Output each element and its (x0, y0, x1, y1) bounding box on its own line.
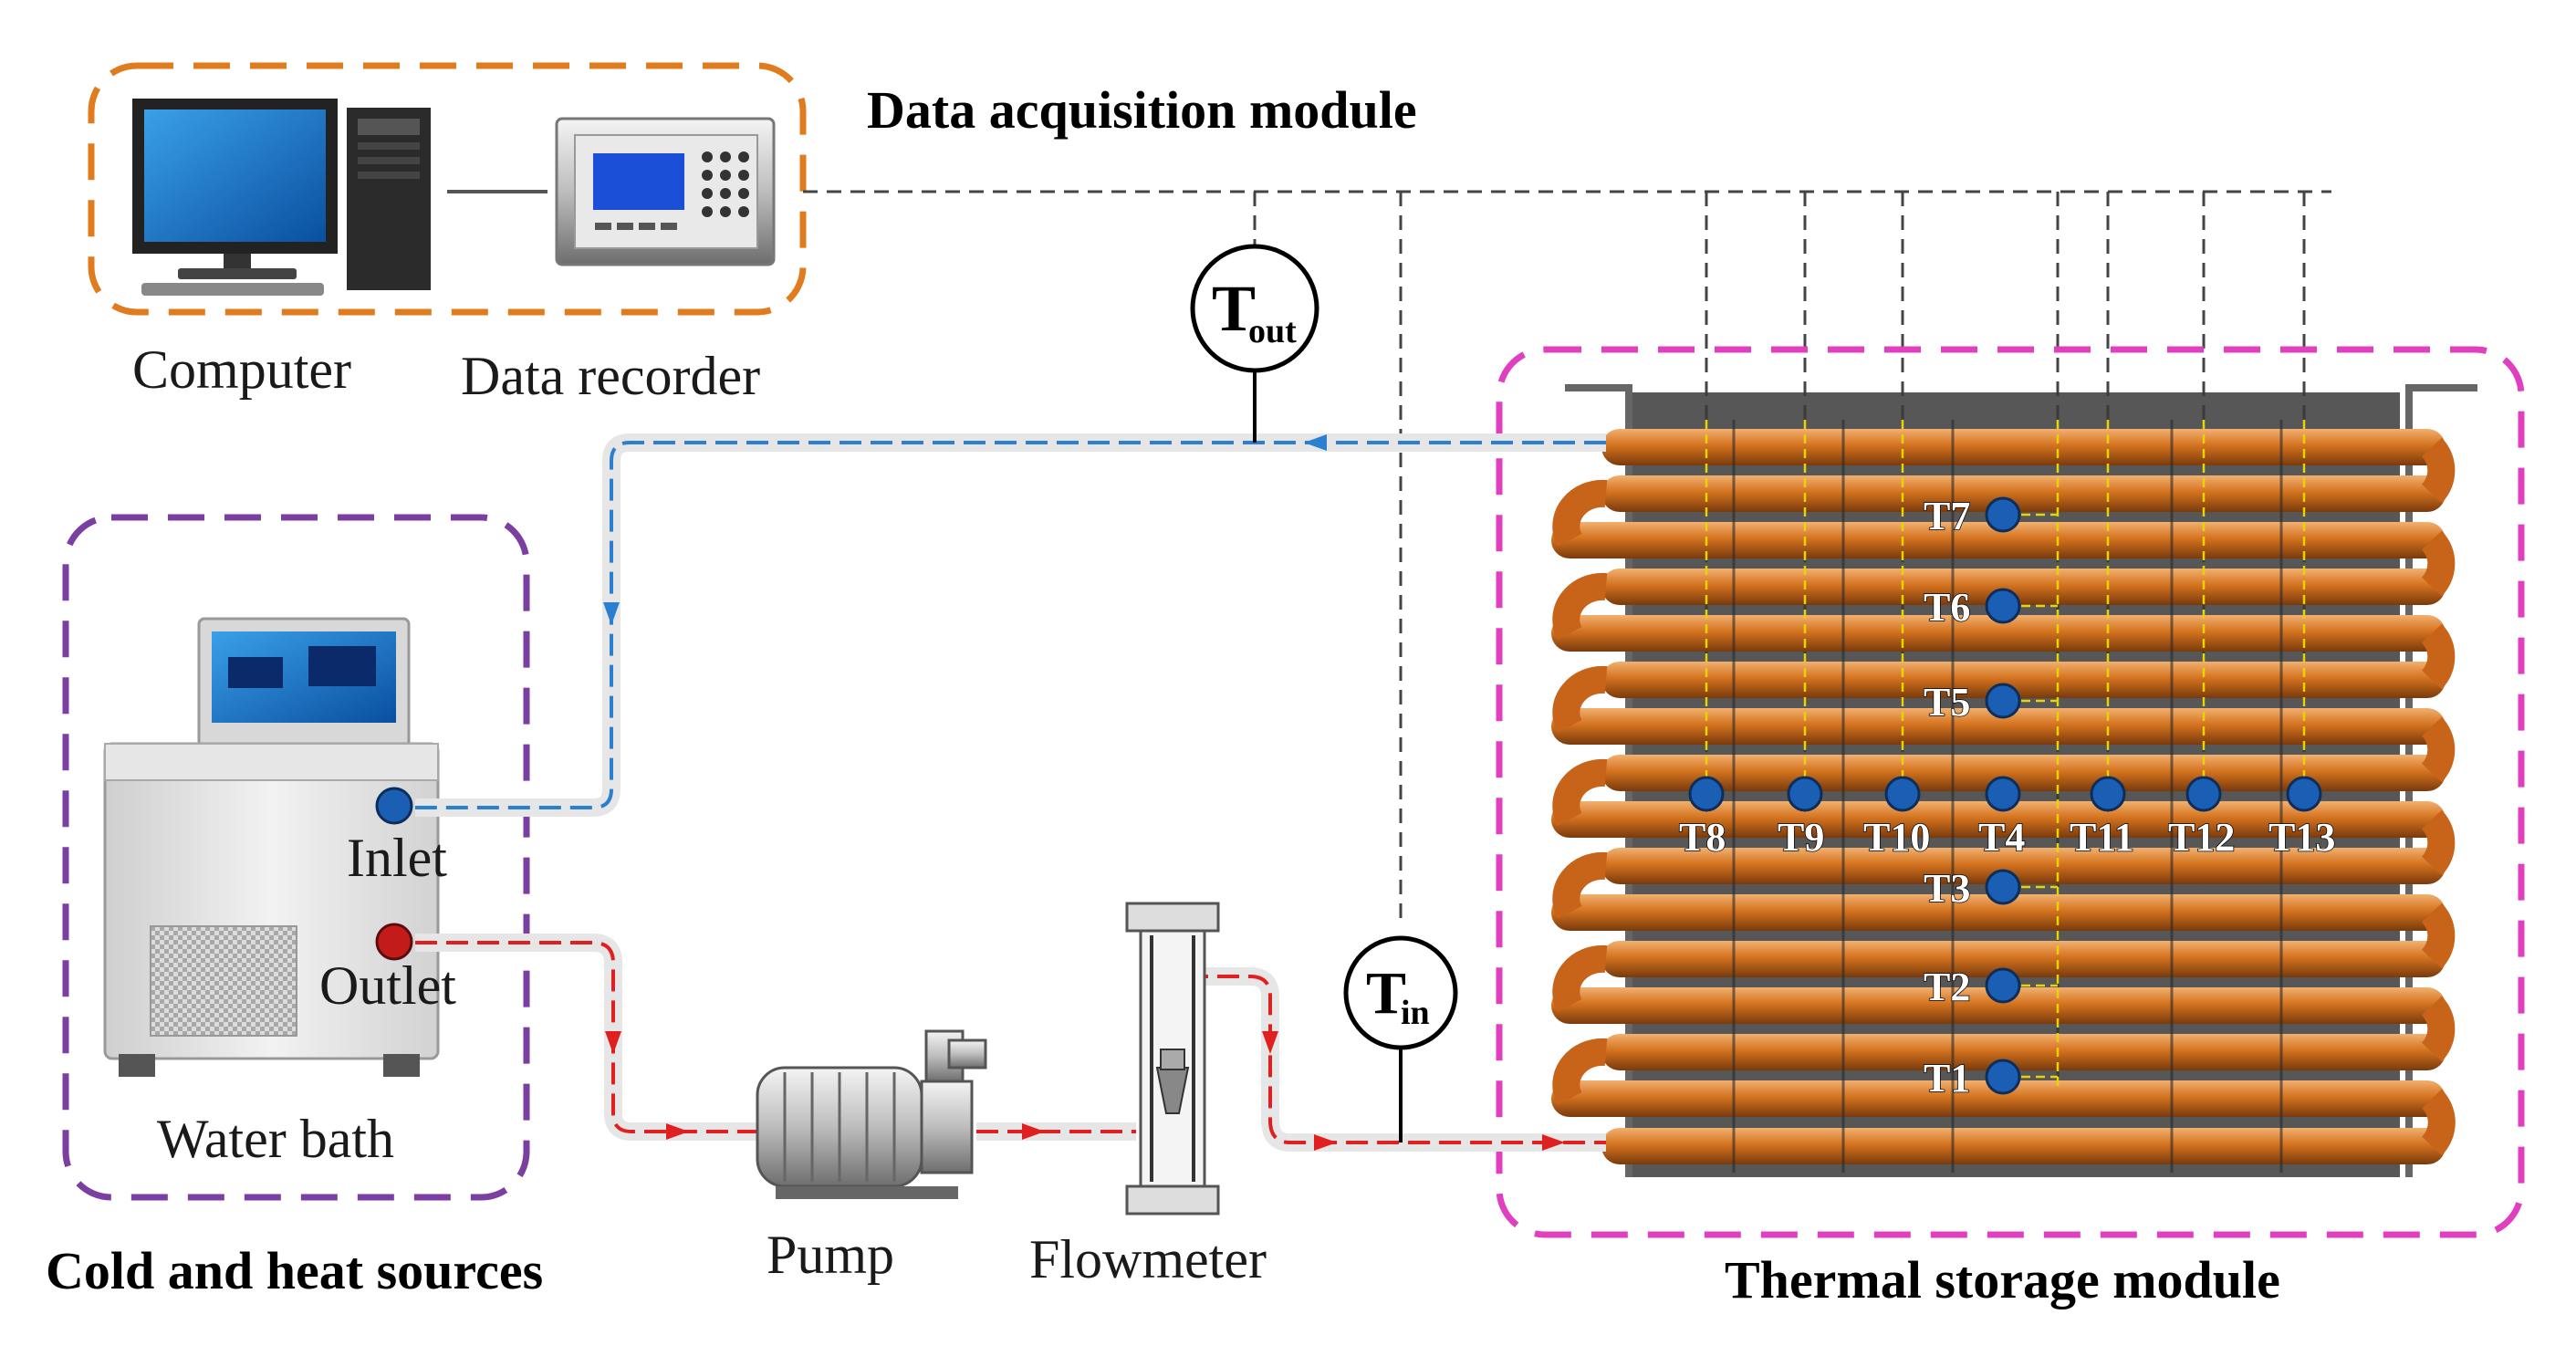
flowmeter-tank-arrow-right (1314, 1134, 1337, 1151)
tank-inlet-arrow (1542, 1134, 1565, 1151)
t-in-sub: in (1401, 994, 1430, 1032)
return-pipe (415, 433, 1606, 817)
acquisition-module-border (88, 62, 807, 316)
return-flow-arrow-down (603, 602, 620, 625)
outlet-port-icon (375, 923, 413, 961)
flowmeter-label: Flowmeter (1029, 1229, 1267, 1289)
sensor-label-t7: T7 (1924, 494, 1970, 538)
pump-icon (756, 1029, 987, 1199)
sensor-label-t10: T10 (1863, 815, 1930, 860)
computer-monitor-icon (132, 99, 338, 296)
sensor-dot-t2 (1985, 967, 2021, 1004)
sensor-dot-t5 (1985, 683, 2021, 719)
sensor-dot-t12 (2185, 776, 2222, 812)
sensor-dot-t1 (1985, 1059, 2021, 1095)
return-flow-arrow-top (1304, 434, 1327, 451)
data-recorder-label: Data recorder (461, 346, 760, 406)
t-out-gauge: T out (1190, 244, 1319, 443)
cold-heat-sources-title: Cold and heat sources (46, 1241, 543, 1300)
source-module-border (62, 514, 530, 1201)
sensor-dot-t8 (1688, 776, 1725, 812)
sensor-label-t13: T13 (2268, 815, 2335, 860)
horizontal-sensors: T8 T9 T10 T4 T11 T12 T13 (1678, 776, 2336, 861)
sensor-label-t2: T2 (1924, 965, 1970, 1009)
heat-exchange-coil (1551, 420, 2456, 1173)
inlet-label: Inlet (347, 828, 447, 888)
t-in-main: T (1366, 960, 1406, 1027)
sensor-dot-t4 (1985, 776, 2021, 812)
storage-module-border (1496, 346, 2525, 1238)
sensor-label-t6: T6 (1924, 585, 1970, 630)
water-bath-label: Water bath (157, 1109, 394, 1169)
supply-flow-arrow-right (666, 1123, 689, 1140)
flowmeter-icon (1125, 902, 1220, 1216)
sensor-dot-t13 (2286, 776, 2322, 812)
sensor-label-t11: T11 (2070, 815, 2134, 860)
inlet-port-icon (375, 787, 413, 825)
sensor-label-t8: T8 (1679, 815, 1726, 860)
supply-pipe (415, 934, 762, 1141)
flowmeter-tank-flow (1186, 975, 1606, 1144)
outlet-label: Outlet (319, 955, 456, 1016)
thermal-storage-title: Thermal storage module (1725, 1250, 2280, 1309)
flowmeter-tank-arrow-down (1262, 1031, 1278, 1054)
sensor-label-t3: T3 (1924, 866, 1970, 911)
sensor-dot-t9 (1787, 776, 1823, 812)
vertical-sensors: T7 T6 T5 T3 T2 T1 (1923, 493, 2021, 1101)
sensor-dot-t10 (1884, 776, 1921, 812)
sensor-label-t12: T12 (2168, 815, 2235, 860)
sensor-dot-t11 (2090, 776, 2126, 812)
sensor-label-t9: T9 (1778, 815, 1824, 860)
supply-flow-line (415, 941, 762, 1133)
computer-tower-icon (347, 108, 431, 290)
t-out-sub: out (1248, 312, 1297, 350)
water-bath-icon (103, 617, 440, 1077)
t-in-gauge: T in (1343, 935, 1458, 1143)
t-out-main: T (1212, 272, 1256, 345)
sensor-label-t4: T4 (1978, 815, 2025, 860)
pump-flowmeter-arrow (1022, 1123, 1045, 1140)
return-flow-line (415, 441, 1606, 809)
computer-label: Computer (132, 339, 351, 400)
sensor-label-t1: T1 (1924, 1056, 1970, 1101)
data-acquisition-title: Data acquisition module (867, 80, 1417, 140)
sensor-dot-t7 (1985, 496, 2021, 533)
supply-flow-arrow-down (605, 1031, 621, 1054)
data-recorder-icon (555, 117, 776, 266)
pump-label: Pump (767, 1225, 894, 1285)
sensor-dot-t6 (1985, 588, 2021, 624)
sensor-leads (1705, 420, 2306, 1086)
sensor-dot-t3 (1985, 869, 2021, 905)
sensor-label-t5: T5 (1924, 680, 1970, 725)
